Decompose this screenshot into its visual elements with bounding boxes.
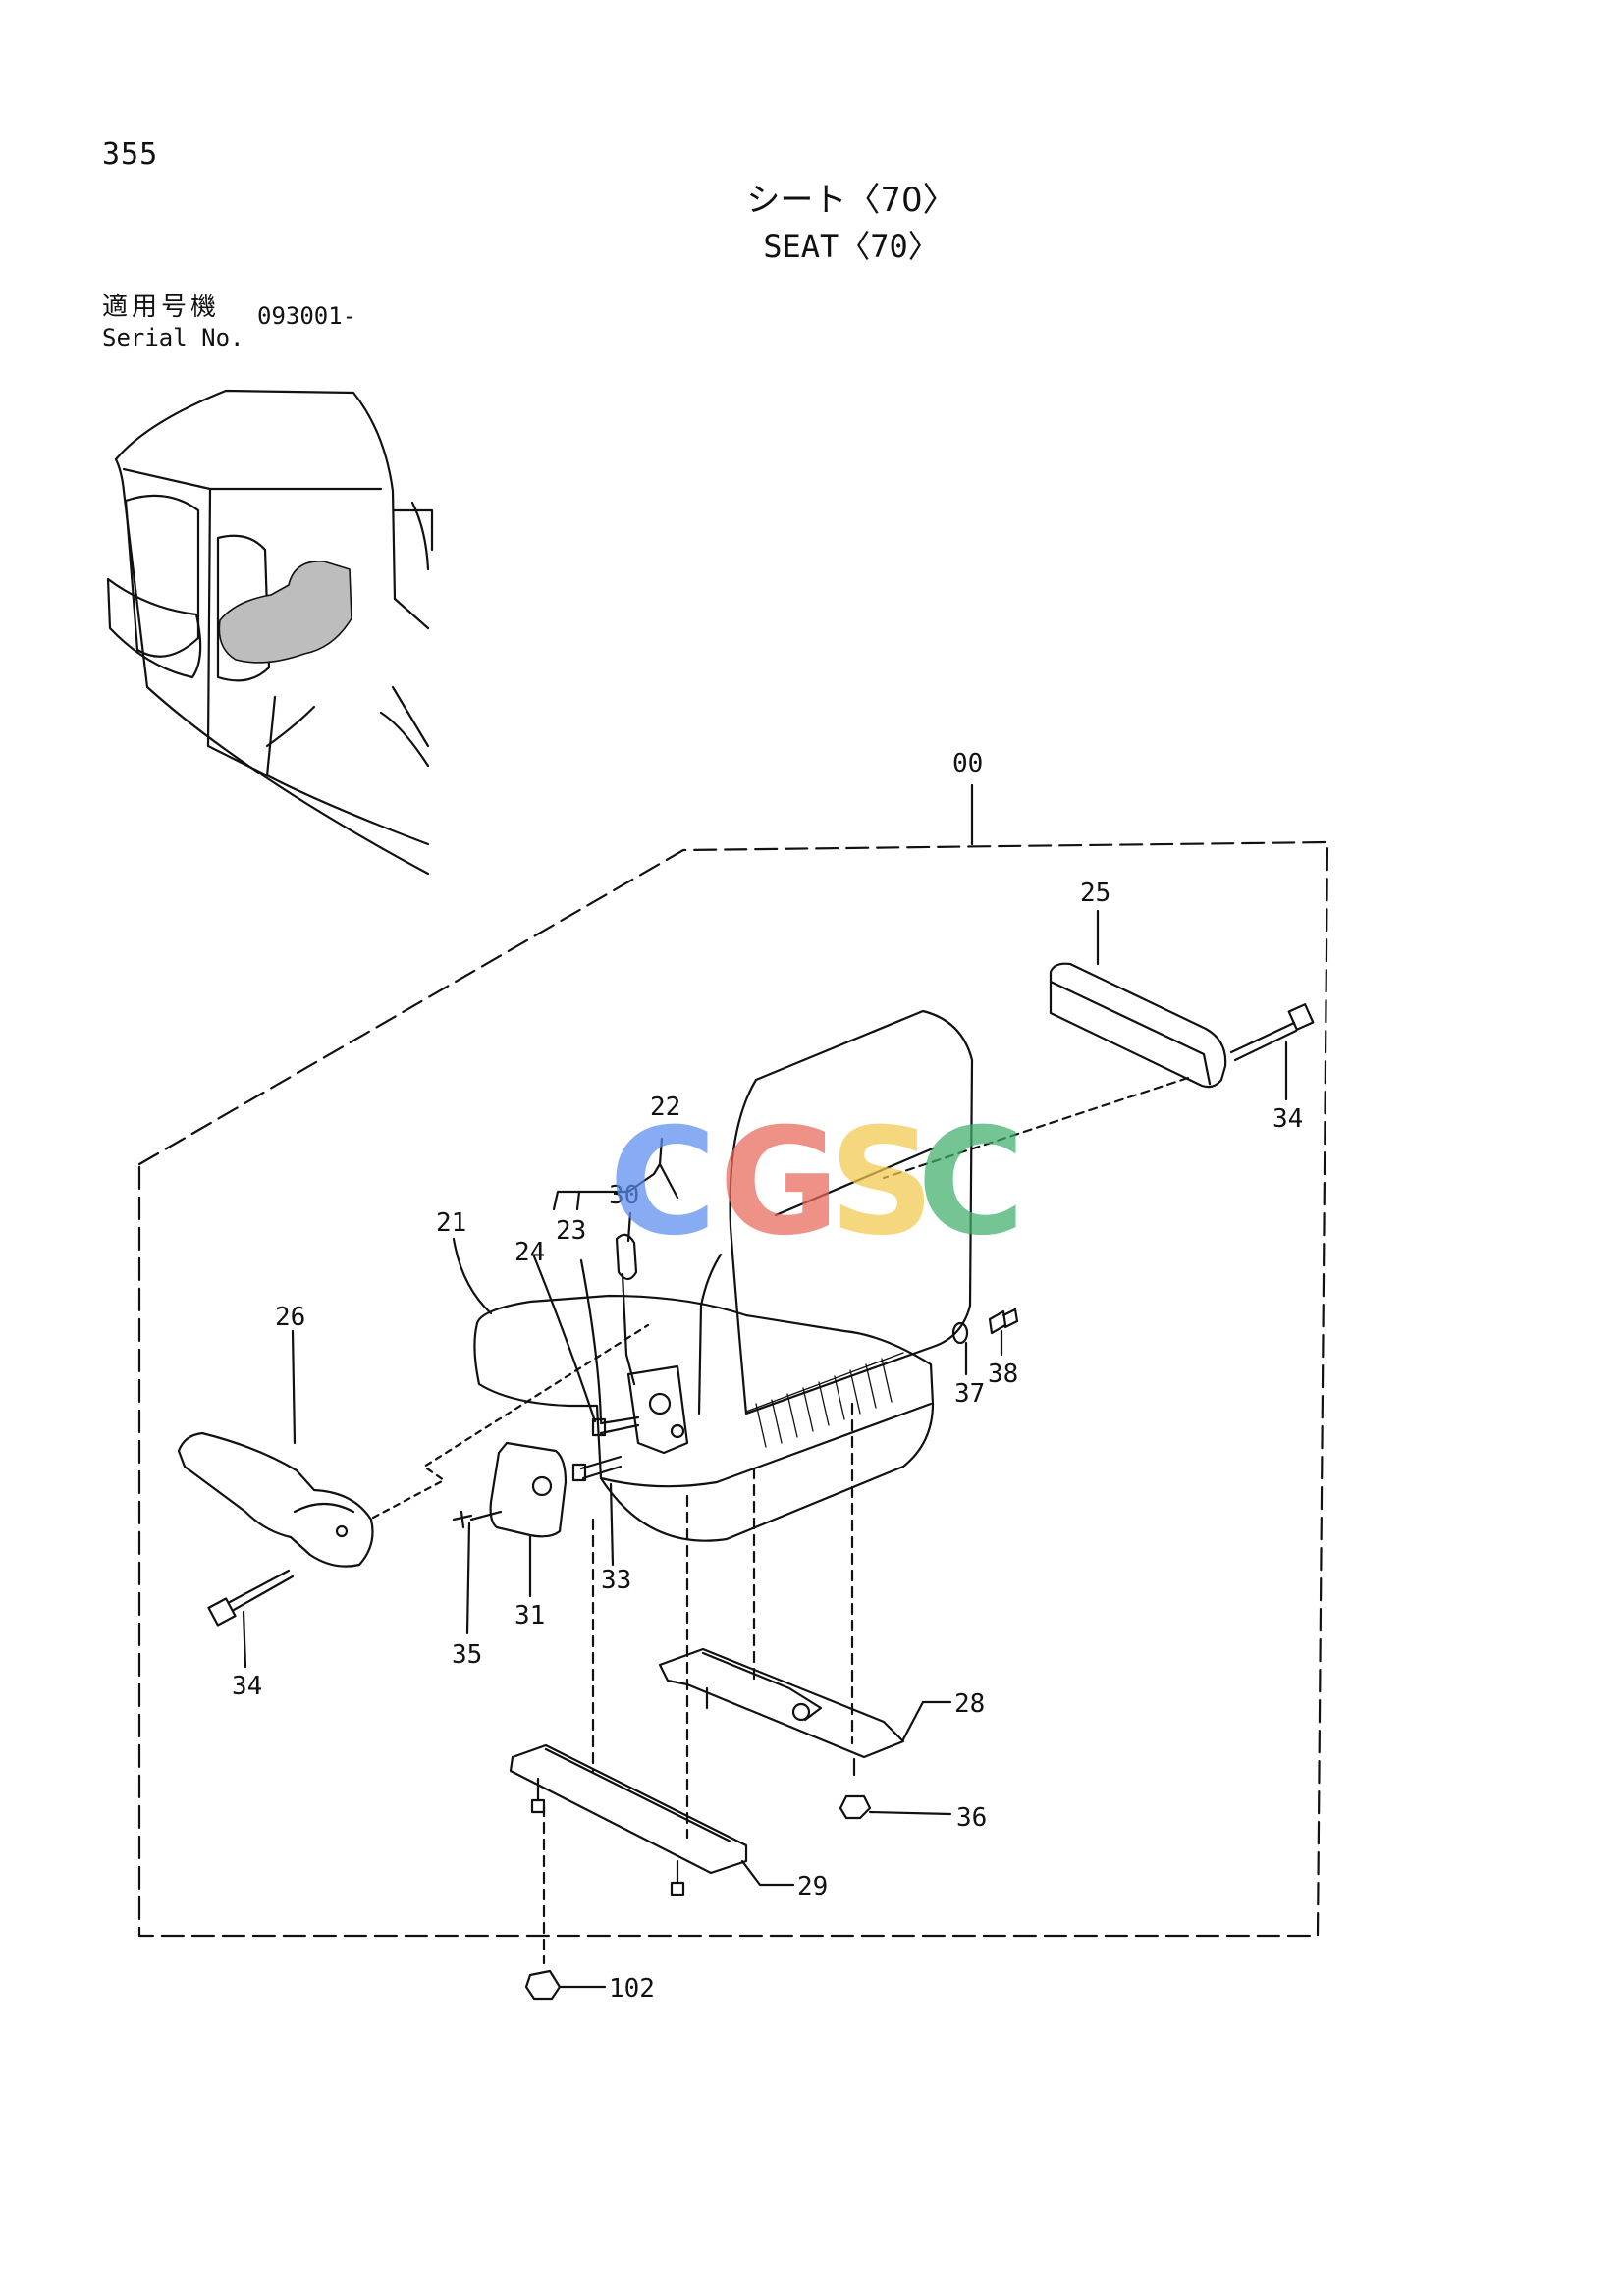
watermark-letter-4: C bbox=[917, 1097, 1026, 1268]
callout-31: 31 bbox=[514, 1601, 545, 1630]
serial-label-jp: 適用号機 bbox=[102, 293, 221, 322]
callout-assembly: 00 bbox=[952, 749, 983, 778]
callout-36: 36 bbox=[956, 1803, 987, 1833]
callout-23: 23 bbox=[556, 1216, 586, 1246]
callout-34-left: 34 bbox=[232, 1672, 262, 1701]
watermark-letter-1: C bbox=[609, 1097, 718, 1268]
callout-35: 35 bbox=[452, 1640, 482, 1670]
callout-25: 25 bbox=[1080, 879, 1110, 908]
callout-26: 26 bbox=[275, 1303, 305, 1332]
callout-28: 28 bbox=[954, 1689, 985, 1719]
callout-102: 102 bbox=[609, 1974, 655, 2003]
serial-label-en: Serial No. bbox=[102, 324, 244, 351]
page-number: 355 bbox=[102, 137, 159, 172]
cab-inset-illustration bbox=[106, 389, 434, 876]
callout-24: 24 bbox=[514, 1238, 545, 1267]
callout-38: 38 bbox=[988, 1360, 1018, 1389]
callout-34-right: 34 bbox=[1272, 1104, 1303, 1134]
callout-29: 29 bbox=[797, 1872, 828, 1901]
callout-30: 30 bbox=[609, 1181, 639, 1210]
watermark-letter-3: S bbox=[829, 1097, 936, 1268]
callout-21: 21 bbox=[436, 1208, 466, 1238]
page-title-en: SEAT〈70〉 bbox=[763, 228, 940, 265]
page-title-jp: シート〈70〉 bbox=[746, 181, 956, 220]
callout-33: 33 bbox=[601, 1566, 631, 1595]
watermark-letter-2: G bbox=[719, 1097, 840, 1268]
serial-value: 093001- bbox=[257, 302, 357, 330]
callout-22: 22 bbox=[650, 1093, 680, 1122]
callout-37: 37 bbox=[954, 1379, 985, 1409]
